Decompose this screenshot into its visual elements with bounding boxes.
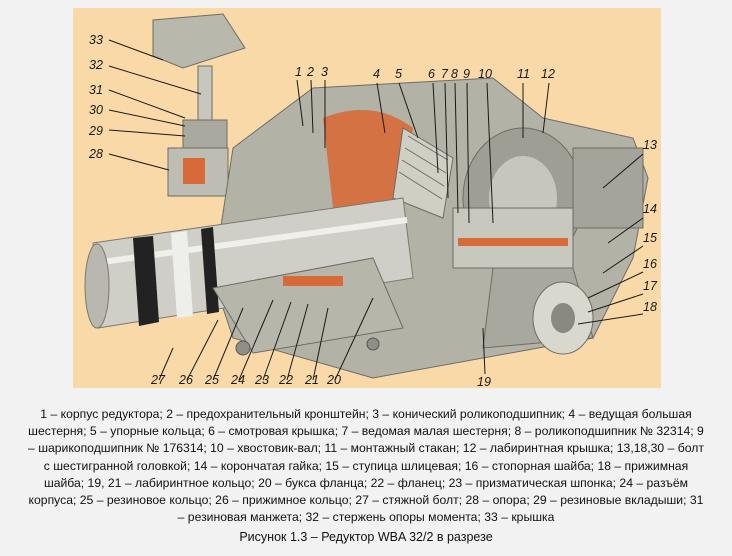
callout-3: 3: [321, 65, 328, 79]
callout-11: 11: [517, 67, 530, 81]
callout-6: 6: [428, 67, 435, 81]
callout-15: 15: [643, 231, 657, 245]
callout-26: 26: [178, 373, 193, 387]
callout-13: 13: [643, 138, 657, 152]
callout-2: 2: [306, 65, 314, 79]
bevel-gear: [392, 127, 454, 219]
callout-24: 24: [230, 373, 245, 387]
reducer-cutaway-figure: 1 2 3 4 5 6 7 8 9 10 11 12 13 14 15 16 1…: [73, 8, 661, 388]
callout-18: 18: [643, 300, 657, 314]
torque-support-assembly: [152, 13, 246, 197]
leader-lines: [108, 39, 644, 381]
callout-17: 17: [643, 279, 658, 293]
callout-1: 1: [295, 65, 302, 79]
legend-line-7: – резиновая манжета; 32 – стержень опоры…: [177, 510, 555, 525]
callout-23: 23: [254, 373, 269, 387]
callout-27: 27: [150, 373, 166, 387]
legend-line-3: – шарикоподшипник № 176314; 10 – хвостов…: [28, 441, 704, 456]
callout-20: 20: [326, 373, 341, 387]
callout-7: 7: [441, 67, 449, 81]
callout-31: 31: [89, 83, 103, 97]
callout-30: 30: [89, 103, 103, 117]
callout-21: 21: [304, 373, 319, 387]
parts-legend: 1 – корпус редуктора; 2 – предохранитель…: [16, 406, 716, 526]
callout-22: 22: [278, 373, 293, 387]
callout-29: 29: [88, 124, 103, 138]
callout-9: 9: [463, 67, 470, 81]
callout-19: 19: [477, 375, 491, 388]
callout-14: 14: [643, 202, 657, 216]
callout-12: 12: [541, 67, 555, 81]
callout-4: 4: [373, 67, 380, 81]
callout-28: 28: [88, 147, 103, 161]
callout-25: 25: [204, 373, 219, 387]
legend-line-4: с шестигранной головкой; 14 – корончатая…: [43, 458, 689, 473]
callout-33: 33: [89, 33, 103, 47]
callout-5: 5: [395, 67, 402, 81]
main-shaft: [84, 197, 414, 329]
legend-line-2: шестерня; 5 – упорные кольца; 6 – смотро…: [28, 424, 704, 439]
legend-line-6: корпуса; 25 – резиновое кольцо; 26 – при…: [28, 493, 704, 508]
callout-32: 32: [89, 58, 103, 72]
callout-16: 16: [643, 257, 657, 271]
legend-line-5: шайба; 19, 21 – лабиринтное кольцо; 20 –…: [43, 475, 689, 490]
reducer-drawing: 1 2 3 4 5 6 7 8 9 10 11 12 13 14 15 16 1…: [84, 13, 658, 388]
legend-line-1: 1 – корпус редуктора; 2 – предохранитель…: [40, 407, 692, 421]
callout-10: 10: [478, 67, 492, 81]
callout-8: 8: [451, 67, 458, 81]
figure-caption: Рисунок 1.3 – Редуктор WBA 32/2 в разрез…: [239, 530, 493, 544]
